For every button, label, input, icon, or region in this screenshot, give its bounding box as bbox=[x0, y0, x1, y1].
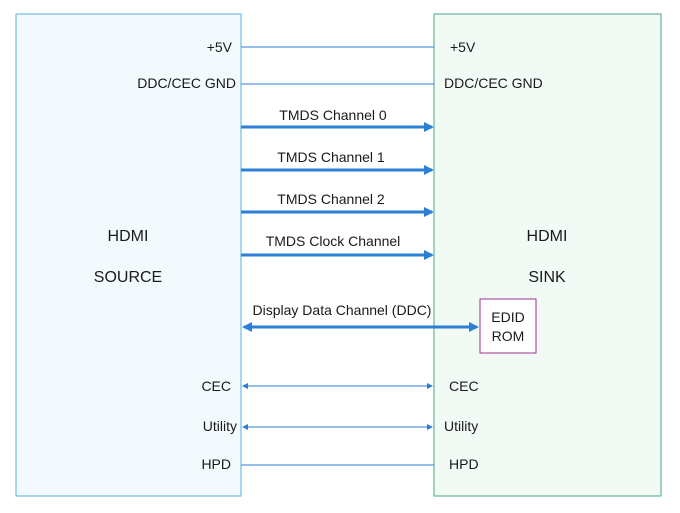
edid-rom-line1: EDID bbox=[491, 309, 524, 325]
edid-rom-block bbox=[479, 298, 537, 354]
plus5v-sink-label: +5V bbox=[450, 39, 476, 55]
edid-rom-line2: ROM bbox=[492, 328, 525, 344]
tmds-clock-channel-label: TMDS Clock Channel bbox=[266, 233, 401, 249]
plus5v-source-label: +5V bbox=[207, 39, 233, 55]
utility-sink-label: Utility bbox=[444, 418, 478, 434]
utility-source-label: Utility bbox=[203, 418, 237, 434]
sink-title-line1: HDMI bbox=[527, 228, 568, 245]
source-title-line1: HDMI bbox=[108, 228, 149, 245]
source-block bbox=[15, 13, 242, 497]
ddc-gnd-source-label: DDC/CEC GND bbox=[137, 75, 236, 91]
sink-block bbox=[433, 13, 662, 497]
tmds-channel-2-label: TMDS Channel 2 bbox=[277, 191, 385, 207]
ddc-gnd-sink-label: DDC/CEC GND bbox=[444, 75, 543, 91]
cec-sink-label: CEC bbox=[449, 378, 479, 394]
tmds-channel-0-label: TMDS Channel 0 bbox=[279, 107, 387, 123]
hpd-sink-label: HPD bbox=[449, 456, 479, 472]
ddc-label: Display Data Channel (DDC) bbox=[253, 302, 432, 318]
cec-source-label: CEC bbox=[201, 378, 231, 394]
source-title-line2: SOURCE bbox=[94, 269, 162, 286]
sink-title-line2: SINK bbox=[528, 269, 566, 286]
hpd-source-label: HPD bbox=[201, 456, 231, 472]
tmds-channel-1-label: TMDS Channel 1 bbox=[277, 149, 385, 165]
